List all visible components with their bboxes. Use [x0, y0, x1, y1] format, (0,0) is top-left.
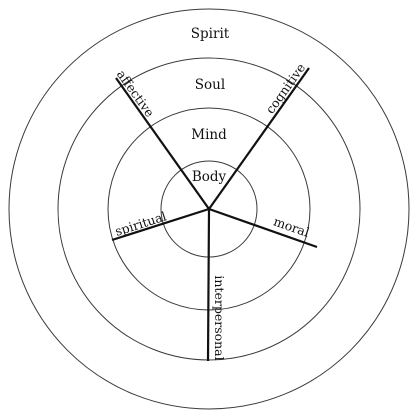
moral-spoke	[208, 207, 318, 249]
ring-label-soul: Soul	[195, 77, 225, 93]
cognitive-spoke	[208, 67, 310, 210]
spoke-label-moral: moral	[272, 214, 312, 240]
spoke-label-affective: affective	[114, 67, 158, 120]
ring-label-mind: Mind	[191, 127, 227, 143]
ring-label-spirit: Spirit	[191, 26, 230, 42]
spiritual-spoke	[111, 207, 210, 242]
affective-spoke	[115, 77, 210, 210]
spoke-label-spiritual: spiritual	[113, 209, 168, 239]
ring-label-body: Body	[192, 169, 227, 185]
spirit-ring	[8, 8, 410, 410]
spoke-label-interpersonal: interpersonal	[212, 275, 227, 360]
spoke-label-cognitive: cognitive	[262, 60, 308, 116]
interpersonal-spoke	[206, 208, 211, 362]
